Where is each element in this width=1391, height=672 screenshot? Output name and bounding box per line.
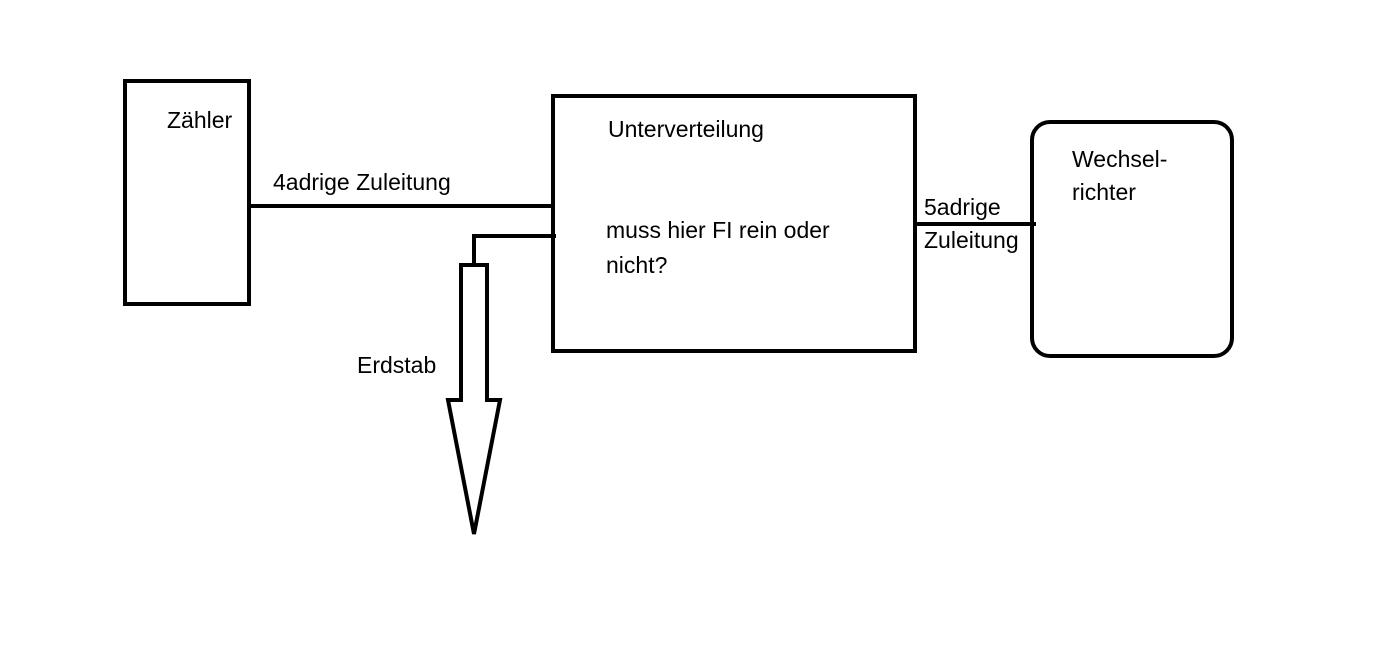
- subdistribution-title: Unterverteilung: [608, 116, 764, 142]
- ground-wire: [472, 234, 556, 266]
- inverter-label-line2: richter: [1072, 179, 1136, 205]
- ground-rod-label: Erdstab: [357, 352, 436, 378]
- feed-line-5-label-line1: 5adrige: [924, 194, 1001, 220]
- subdistribution-question-line1: muss hier FI rein oder: [606, 217, 830, 243]
- meter-label: Zähler: [167, 107, 233, 133]
- feed-line-4-label: 4adrige Zuleitung: [273, 169, 451, 195]
- meter-box: [123, 79, 251, 306]
- ground-rod-arrow: [445, 263, 503, 535]
- inverter-label-line1: Wechsel-: [1072, 146, 1167, 172]
- subdistribution-question-line2: nicht?: [606, 252, 667, 278]
- inverter-box: [1030, 120, 1234, 358]
- feed-line-5-label-line2: Zuleitung: [924, 227, 1019, 253]
